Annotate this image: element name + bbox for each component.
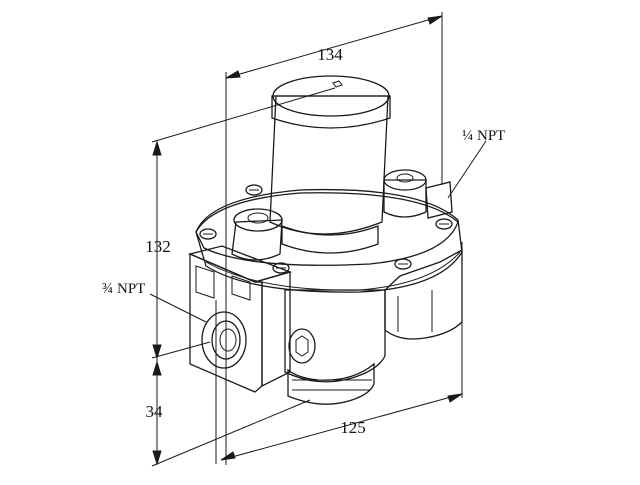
dimension-lines xyxy=(149,12,487,467)
thread-label-inlet: ¾ NPT xyxy=(102,281,145,297)
dim-label-depth: 125 xyxy=(340,418,366,437)
flange-screws xyxy=(199,184,453,274)
thread-label-outlet: ¼ NPT xyxy=(462,128,505,144)
dim-label-lower: 34 xyxy=(146,402,164,421)
dim-label-height: 132 xyxy=(145,237,171,256)
regulator-body xyxy=(187,75,463,405)
dim-label-width: 134 xyxy=(317,45,343,64)
